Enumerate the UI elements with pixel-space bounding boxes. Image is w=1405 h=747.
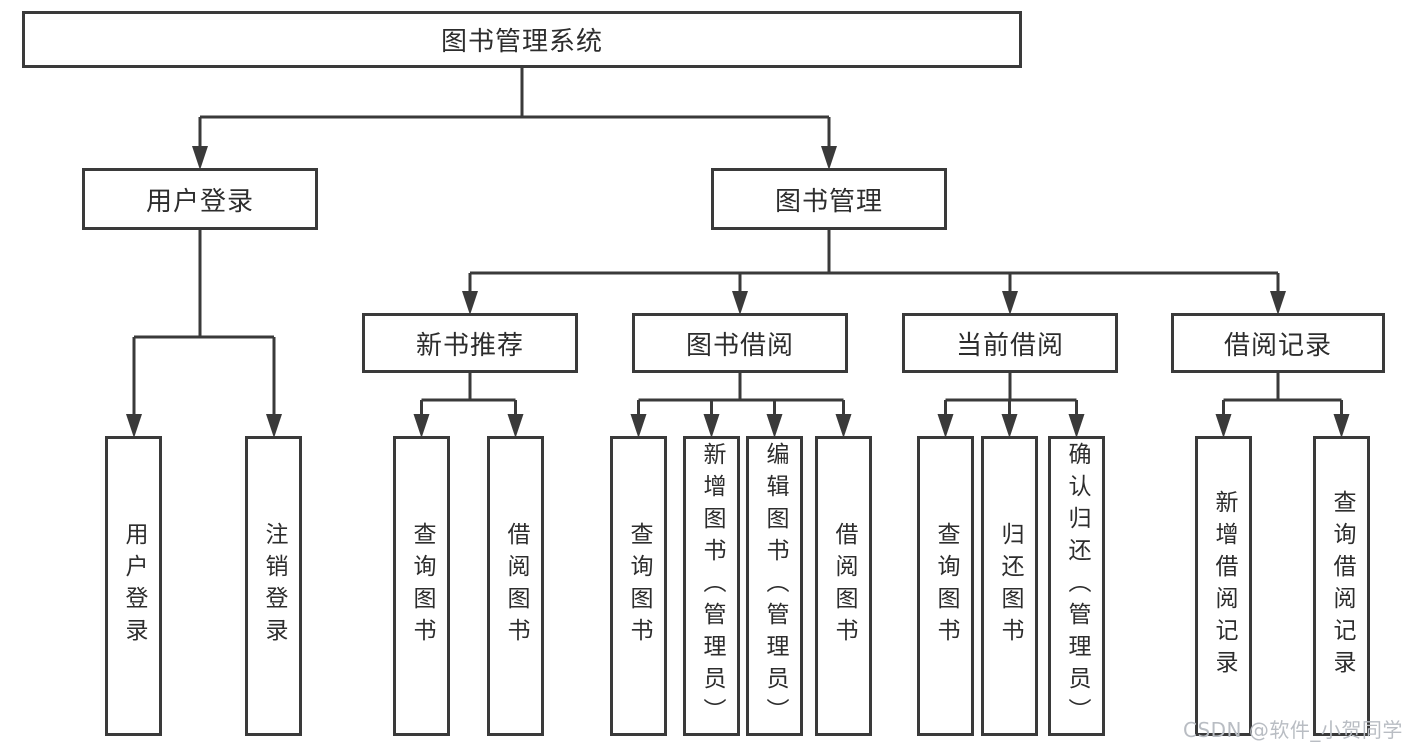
node-user-login: 用户登录 [82, 168, 318, 230]
leaf-logout: 注销登录 [245, 436, 302, 736]
leaf-borrow-books: 借阅图书 [815, 436, 872, 736]
node-book-borrowing: 图书借阅 [632, 313, 848, 373]
leaf-query-books-borrow: 查询图书 [610, 436, 667, 736]
node-label: 图书管理系统 [440, 27, 603, 57]
node-book-management: 图书管理 [711, 168, 947, 230]
leaf-edit-book-admin: 编辑图书（管理员） [746, 436, 803, 736]
leaf-label: 用户登录 [121, 522, 147, 650]
node-label: 借阅记录 [1223, 330, 1332, 361]
leaf-add-book-admin: 新增图书（管理员） [683, 436, 740, 736]
leaf-label: 查询借阅记录 [1329, 490, 1355, 682]
node-label: 用户登录 [145, 186, 254, 217]
leaf-label: 注销登录 [261, 522, 287, 650]
node-label: 图书管理 [774, 186, 883, 217]
node-current-borrowing: 当前借阅 [902, 313, 1118, 373]
node-label: 新书推荐 [415, 330, 524, 361]
node-borrowing-records: 借阅记录 [1171, 313, 1385, 373]
leaf-return-book: 归还图书 [981, 436, 1038, 736]
leaf-confirm-return-admin: 确认归还（管理员） [1048, 436, 1105, 736]
leaf-query-books-current: 查询图书 [917, 436, 974, 736]
leaf-query-books-recommend: 查询图书 [393, 436, 450, 736]
leaf-add-borrow-record: 新增借阅记录 [1195, 436, 1252, 736]
leaf-label: 借阅图书 [503, 522, 529, 650]
leaf-label: 编辑图书（管理员） [762, 442, 788, 730]
leaf-label: 查询图书 [409, 522, 435, 650]
leaf-label: 查询图书 [933, 522, 959, 650]
leaf-label: 新增图书（管理员） [699, 442, 725, 730]
leaf-label: 借阅图书 [831, 522, 857, 650]
node-new-book-recommend: 新书推荐 [362, 313, 578, 373]
leaf-label: 新增借阅记录 [1211, 490, 1237, 682]
tree-edges [132, 68, 1343, 416]
leaf-query-borrow-record: 查询借阅记录 [1313, 436, 1370, 736]
arrowheads [126, 146, 1350, 438]
node-label: 当前借阅 [955, 330, 1064, 361]
leaf-label: 归还图书 [997, 522, 1023, 650]
leaf-borrow-books-recommend: 借阅图书 [487, 436, 544, 736]
leaf-user-login: 用户登录 [105, 436, 162, 736]
node-label: 图书借阅 [685, 330, 794, 361]
leaf-label: 确认归还（管理员） [1064, 442, 1090, 730]
csdn-watermark: CSDN @软件_小贺同学 [1183, 718, 1403, 742]
leaf-label: 查询图书 [626, 522, 652, 650]
node-book-management-system: 图书管理系统 [22, 11, 1022, 68]
